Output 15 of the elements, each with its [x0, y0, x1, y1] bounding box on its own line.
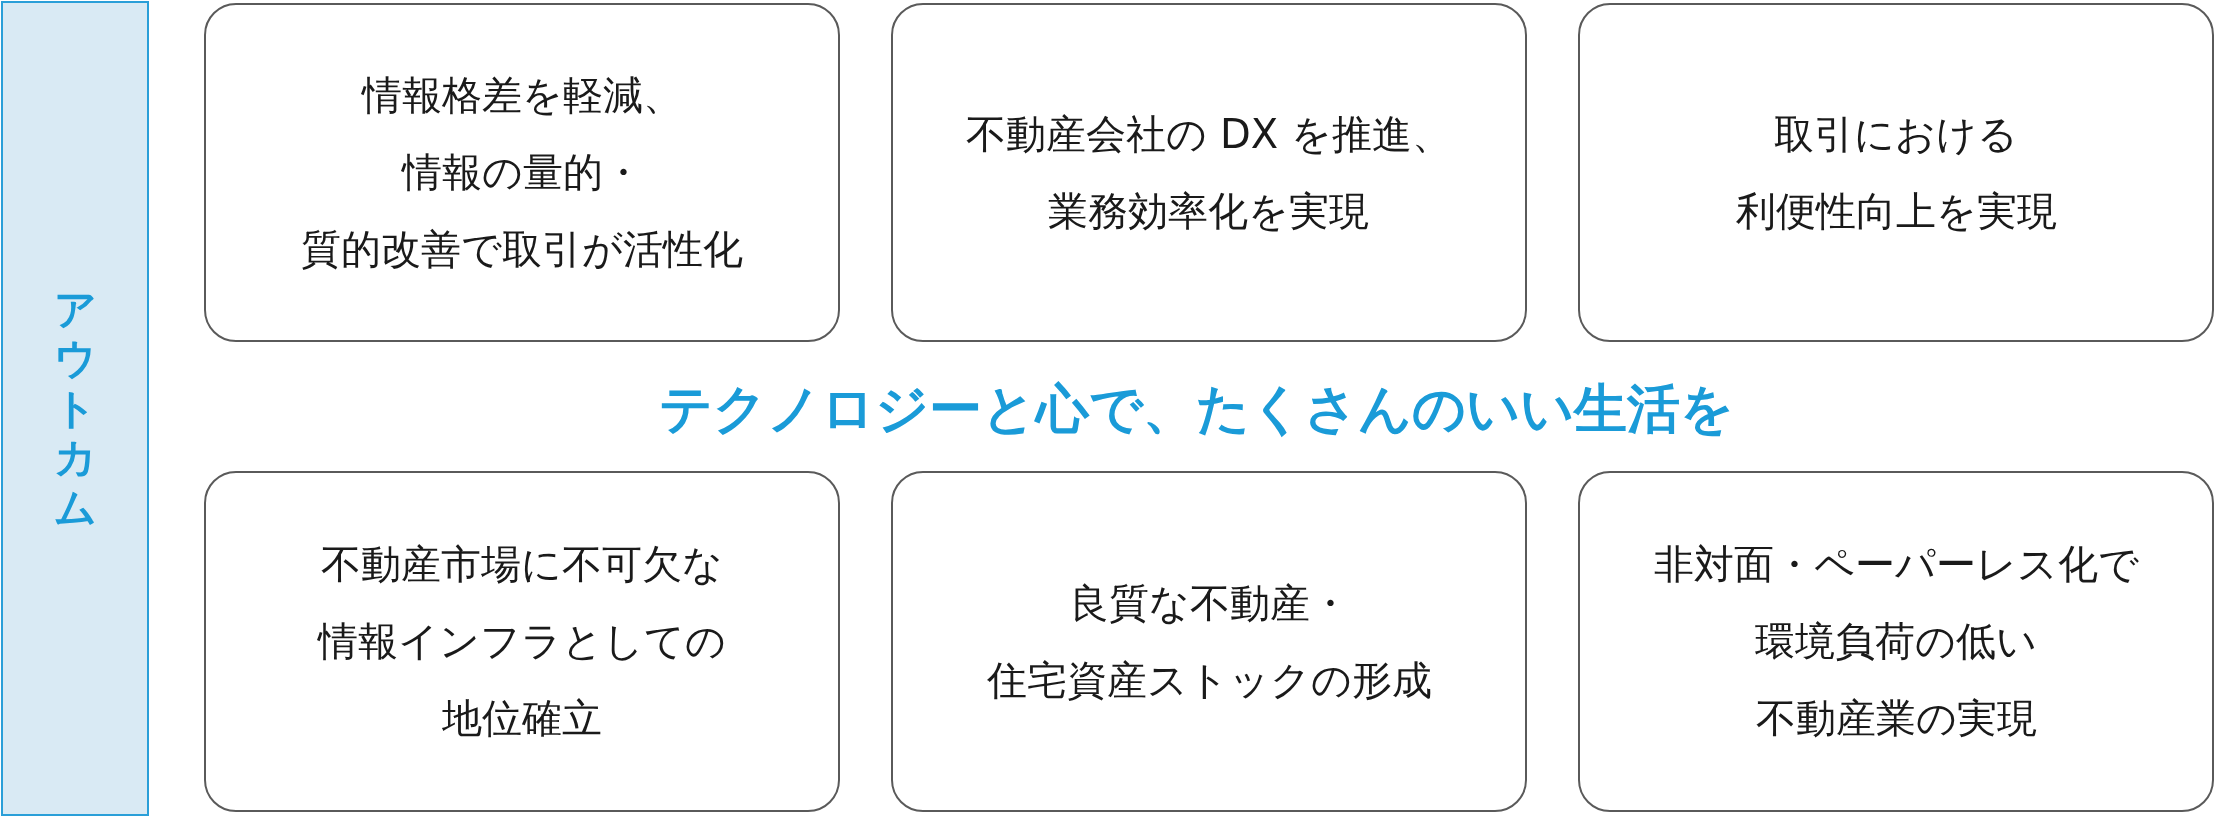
outcome-text: 良質な不動産・住宅資産ストックの形成	[986, 578, 1432, 705]
outcome-box	[1578, 3, 2214, 342]
band-label: アウトカム	[54, 284, 96, 533]
outcome-text: 取引における利便性向上を実現	[1735, 109, 2057, 236]
outcome-text: 非対面・ペーパーレス化で環境負荷の低い不動産業の実現	[1653, 540, 2139, 743]
outcome-box	[204, 471, 840, 812]
outcome-box	[204, 3, 840, 342]
outcome-box	[891, 471, 1527, 812]
outcome-box	[891, 3, 1527, 342]
outcome-text: 不動産市場に不可欠な情報インフラとしての地位確立	[318, 540, 726, 743]
category-band	[1, 1, 149, 816]
slogan-text: テクノロジーと心で、たくさんのいい生活を	[658, 377, 1734, 441]
outcome-text: 不動産会社の DX を推進、業務効率化を実現	[966, 109, 1452, 236]
outcome-text: 情報格差を軽減、情報の量的・質的改善で取引が活性化	[301, 71, 743, 274]
outcome-box	[1578, 471, 2214, 812]
